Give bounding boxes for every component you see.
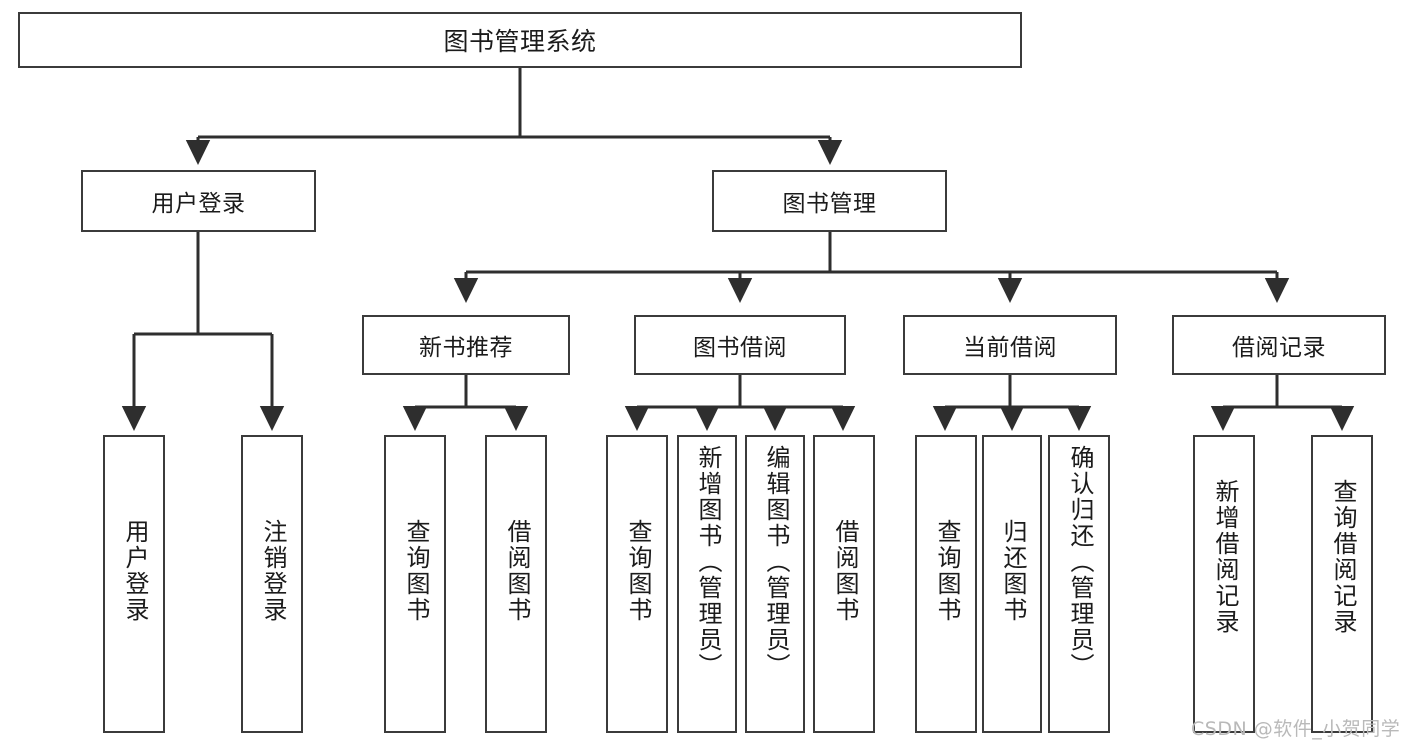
leaf-query-book-current[interactable]: 查询图书 bbox=[915, 435, 977, 733]
node-label: 图书管理系统 bbox=[443, 27, 597, 56]
leaf-query-book-borrow[interactable]: 查询图书 bbox=[606, 435, 668, 733]
node-label: 图书借阅 bbox=[693, 335, 787, 361]
node-label: 借阅记录 bbox=[1232, 335, 1326, 361]
leaf-return-book[interactable]: 归还图书 bbox=[982, 435, 1042, 733]
node-label: 图书管理 bbox=[782, 191, 877, 217]
node-label: 借阅图书 bbox=[502, 519, 531, 623]
node-label: 当前借阅 bbox=[963, 335, 1057, 361]
node-label: 归还图书 bbox=[998, 519, 1027, 623]
node-book-manage[interactable]: 图书管理 bbox=[712, 170, 947, 232]
node-label: 新增图书（管理员） bbox=[693, 445, 722, 679]
node-book-borrow[interactable]: 图书借阅 bbox=[634, 315, 846, 375]
leaf-borrow-book-borrow[interactable]: 借阅图书 bbox=[813, 435, 875, 733]
node-label: 查询借阅记录 bbox=[1328, 479, 1357, 635]
node-label: 新书推荐 bbox=[419, 335, 513, 361]
node-label: 编辑图书（管理员） bbox=[761, 445, 790, 679]
node-label: 借阅图书 bbox=[830, 519, 859, 623]
node-user-login[interactable]: 用户登录 bbox=[81, 170, 316, 232]
node-root-book-management-system[interactable]: 图书管理系统 bbox=[18, 12, 1022, 68]
leaf-borrow-book-recommend[interactable]: 借阅图书 bbox=[485, 435, 547, 733]
leaf-add-borrow-record[interactable]: 新增借阅记录 bbox=[1193, 435, 1255, 733]
node-current-borrow[interactable]: 当前借阅 bbox=[903, 315, 1117, 375]
leaf-add-book-admin[interactable]: 新增图书（管理员） bbox=[677, 435, 737, 733]
leaf-confirm-return-admin[interactable]: 确认归还（管理员） bbox=[1048, 435, 1110, 733]
node-label: 查询图书 bbox=[623, 519, 652, 623]
node-label: 查询图书 bbox=[932, 519, 961, 623]
node-label: 新增借阅记录 bbox=[1210, 479, 1239, 635]
node-borrow-record[interactable]: 借阅记录 bbox=[1172, 315, 1386, 375]
node-label: 用户登录 bbox=[120, 519, 149, 623]
leaf-logout-login[interactable]: 注销登录 bbox=[241, 435, 303, 733]
leaf-edit-book-admin[interactable]: 编辑图书（管理员） bbox=[745, 435, 805, 733]
leaf-query-book-recommend[interactable]: 查询图书 bbox=[384, 435, 446, 733]
leaf-user-login[interactable]: 用户登录 bbox=[103, 435, 165, 733]
node-label: 注销登录 bbox=[258, 519, 287, 623]
node-label: 查询图书 bbox=[401, 519, 430, 623]
node-new-book-recommend[interactable]: 新书推荐 bbox=[362, 315, 570, 375]
csdn-watermark: CSDN @软件_小贺同学 bbox=[1191, 718, 1401, 740]
leaf-query-borrow-record[interactable]: 查询借阅记录 bbox=[1311, 435, 1373, 733]
node-label: 确认归还（管理员） bbox=[1065, 445, 1094, 679]
node-label: 用户登录 bbox=[151, 191, 246, 217]
